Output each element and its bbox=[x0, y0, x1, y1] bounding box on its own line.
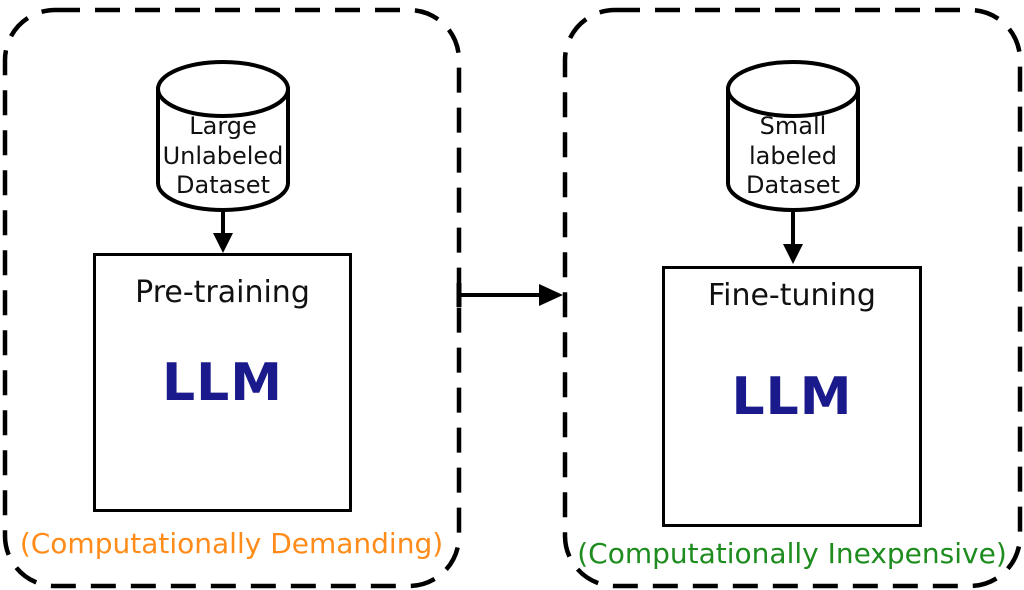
pretraining-group-dashed-border bbox=[2, 7, 462, 589]
dataset-to-finetuning-arrow bbox=[783, 208, 803, 264]
pretraining-box: Pre-training LLM bbox=[93, 253, 352, 512]
large-unlabeled-dataset-label: Large Unlabeled Dataset bbox=[162, 112, 284, 199]
cylinder-top bbox=[156, 60, 290, 118]
computationally-demanding-caption: (Computationally Demanding) bbox=[19, 527, 444, 560]
computationally-inexpensive-caption: (Computationally Inexpensive) bbox=[577, 537, 1007, 570]
finetuning-llm-label: LLM bbox=[731, 366, 853, 427]
small-labeled-dataset-label: Small labeled Dataset bbox=[746, 112, 840, 199]
cylinder-body bbox=[156, 87, 290, 212]
arrow-head bbox=[539, 284, 563, 306]
pretraining-title: Pre-training bbox=[135, 275, 310, 310]
arrow-head bbox=[213, 233, 233, 253]
dataset-to-pretraining-arrow bbox=[213, 208, 233, 253]
small-dataset-cylinder-icon bbox=[726, 60, 860, 212]
pretraining-to-finetuning-arrow bbox=[456, 283, 563, 307]
cylinder-top bbox=[726, 60, 860, 118]
pretraining-llm-label: LLM bbox=[161, 352, 283, 413]
finetuning-title: Fine-tuning bbox=[708, 278, 876, 313]
finetuning-group-dashed-border bbox=[562, 7, 1023, 589]
cylinder-body bbox=[726, 87, 860, 212]
arrow-head bbox=[783, 244, 803, 264]
finetuning-box: Fine-tuning LLM bbox=[662, 266, 922, 527]
large-dataset-cylinder-icon bbox=[156, 60, 290, 212]
